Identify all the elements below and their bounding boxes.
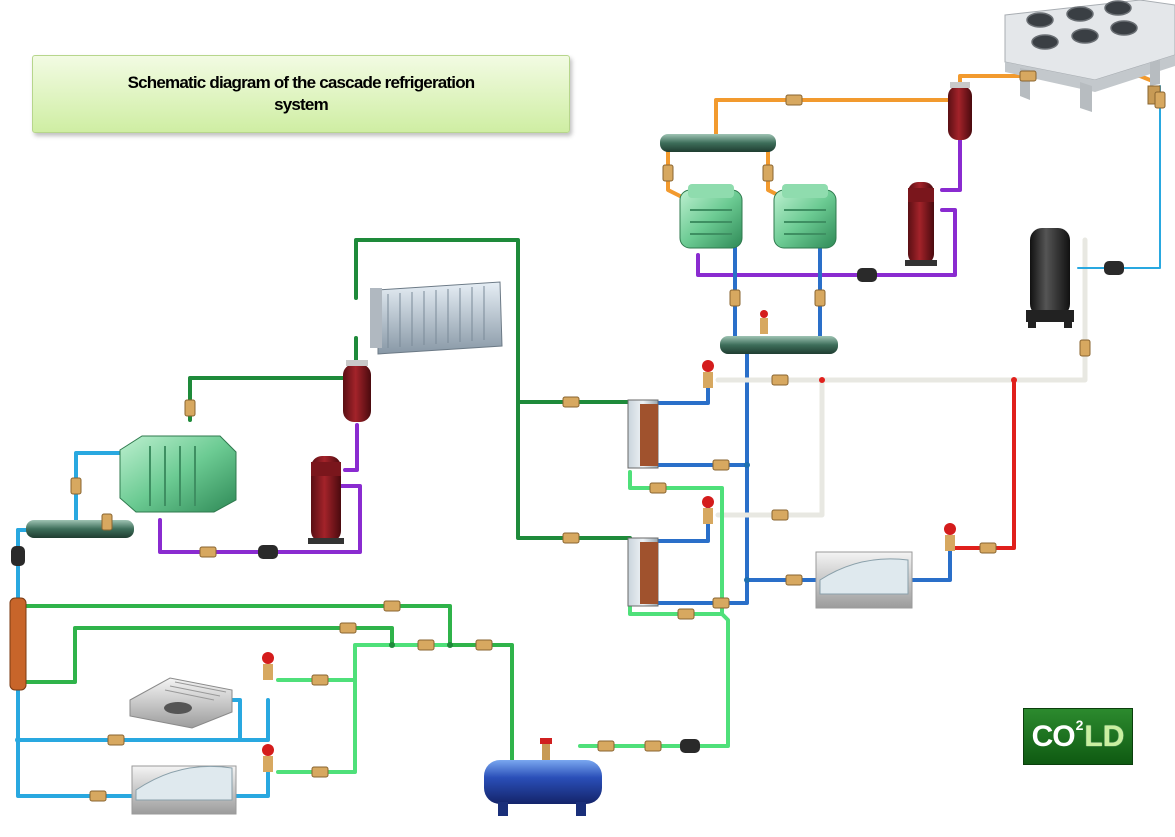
hp-liquid-receiver (1026, 228, 1074, 328)
ball-valves (70, 70, 1166, 802)
filter-drier-lt (258, 545, 278, 559)
condenser-unit (1004, 0, 1175, 112)
logo-ld-text: LD (1084, 719, 1125, 753)
ht-compressor-right (773, 184, 837, 249)
lt-condenser-coil (370, 281, 503, 355)
cascade-hx-upper (627, 399, 659, 469)
white-pipes (715, 237, 1088, 518)
blue-pipes (638, 198, 952, 605)
green-pipes (16, 604, 514, 762)
logo-co-text: CO (1031, 719, 1076, 753)
hp-receiver-top (948, 82, 972, 140)
cascade-hx-lower (627, 537, 659, 607)
co2ld-logo: CO 2 LD (1023, 708, 1133, 765)
display-case-mt (815, 551, 913, 609)
expansion-valves (262, 310, 956, 772)
lt-oil-separator (26, 520, 134, 538)
lt-liquid-receiver (484, 738, 602, 816)
right-link-pipe (1077, 85, 1161, 269)
filter-driers (11, 261, 1124, 753)
lt-receiver (343, 360, 371, 422)
suction-line-hx (9, 597, 27, 691)
logo-subscript-text: 2 (1075, 716, 1084, 733)
suction-accumulator-top (905, 182, 937, 266)
lt-compressor (119, 435, 237, 513)
diagram-title: Schematic diagram of the cascade refrige… (32, 55, 570, 133)
display-case-lt (131, 765, 237, 815)
dark-green-pipes (188, 238, 632, 540)
discharge-header (660, 134, 776, 152)
ht-compressor-left (679, 184, 743, 249)
filter-drier-left (11, 546, 25, 566)
red-pipe (953, 378, 1016, 550)
junction-points (15, 377, 1017, 743)
purple-pipes (158, 138, 962, 554)
lt-accumulator (308, 456, 344, 544)
filter-drier-ht (857, 268, 877, 282)
light-green-pipes (276, 470, 730, 774)
filter-drier-right (1104, 261, 1124, 275)
suction-header (720, 336, 838, 354)
unit-cooler (129, 677, 233, 729)
filter-drier-liquid (680, 739, 700, 753)
